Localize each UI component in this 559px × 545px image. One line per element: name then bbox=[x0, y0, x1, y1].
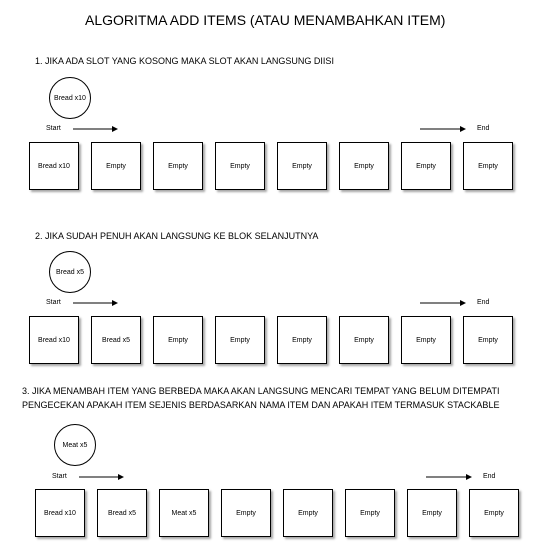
section-2-item-circle: Bread x5 bbox=[49, 251, 91, 293]
inventory-slot: Empty bbox=[463, 142, 513, 190]
section-2-heading: 2. JIKA SUDAH PENUH AKAN LANGSUNG KE BLO… bbox=[35, 231, 319, 241]
section-1-item-circle: Bread x10 bbox=[49, 77, 91, 119]
inventory-slot: Empty bbox=[215, 142, 265, 190]
inventory-slot: Empty bbox=[277, 142, 327, 190]
inventory-slot: Meat x5 bbox=[159, 489, 209, 537]
section-1-end-label: End bbox=[477, 125, 490, 132]
inventory-slot: Empty bbox=[401, 142, 451, 190]
inventory-slot: Bread x5 bbox=[97, 489, 147, 537]
inventory-slot: Empty bbox=[345, 489, 395, 537]
inventory-slot: Empty bbox=[215, 316, 265, 364]
section-3-end-label: End bbox=[483, 473, 496, 480]
inventory-slot: Bread x10 bbox=[29, 316, 79, 364]
section-1-heading: 1. JIKA ADA SLOT YANG KOSONG MAKA SLOT A… bbox=[35, 56, 334, 66]
section-2-end-label: End bbox=[477, 299, 490, 306]
inventory-slot: Empty bbox=[153, 142, 203, 190]
section-3-item-circle: Meat x5 bbox=[54, 424, 96, 466]
inventory-slot: Empty bbox=[401, 316, 451, 364]
inventory-slot: Empty bbox=[339, 142, 389, 190]
inventory-slot: Empty bbox=[277, 316, 327, 364]
inventory-slot: Empty bbox=[339, 316, 389, 364]
inventory-slot: Bread x5 bbox=[91, 316, 141, 364]
inventory-slot: Empty bbox=[469, 489, 519, 537]
inventory-slot: Empty bbox=[463, 316, 513, 364]
inventory-slot: Bread x10 bbox=[29, 142, 79, 190]
inventory-slot: Empty bbox=[153, 316, 203, 364]
page-title: ALGORITMA ADD ITEMS (ATAU MENAMBAHKAN IT… bbox=[85, 12, 446, 28]
section-3-subheading: PENGECEKAN APAKAH ITEM SEJENIS BERDASARK… bbox=[22, 400, 500, 410]
section-3-start-label: Start bbox=[52, 473, 67, 480]
section-1-start-label: Start bbox=[46, 125, 61, 132]
inventory-slot: Empty bbox=[283, 489, 333, 537]
inventory-slot: Empty bbox=[221, 489, 271, 537]
section-2-start-label: Start bbox=[46, 299, 61, 306]
inventory-slot: Empty bbox=[91, 142, 141, 190]
section-3-heading: 3. JIKA MENAMBAH ITEM YANG BERBEDA MAKA … bbox=[22, 386, 500, 396]
inventory-slot: Empty bbox=[407, 489, 457, 537]
inventory-slot: Bread x10 bbox=[35, 489, 85, 537]
